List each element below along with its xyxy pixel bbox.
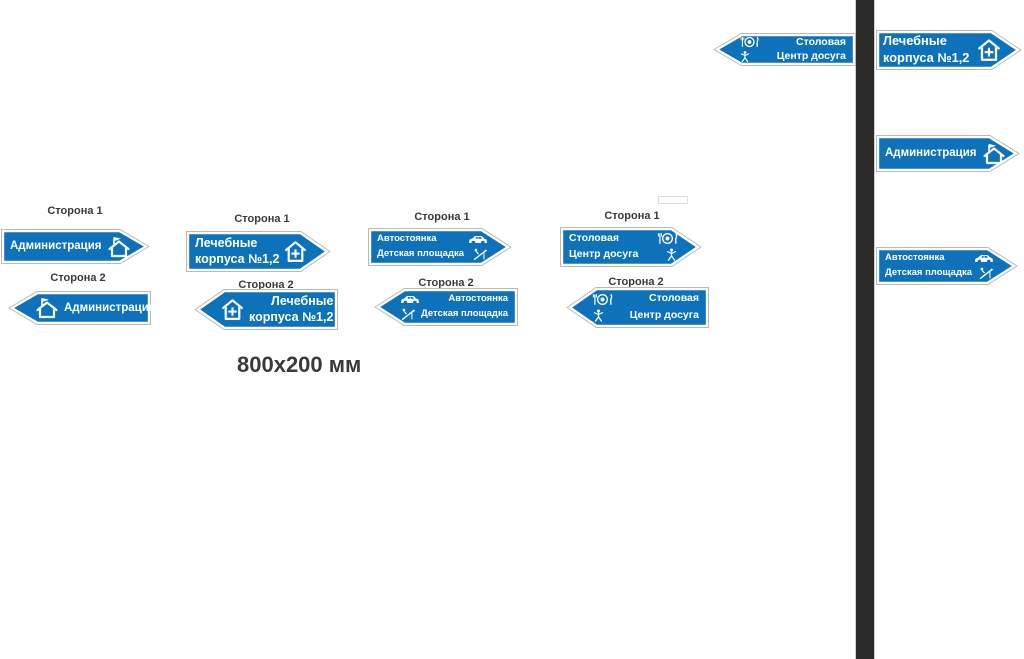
sign-text-line: Администрация	[10, 240, 102, 253]
sign-text-line: Лечебные	[883, 33, 947, 49]
dining-icon	[592, 293, 613, 306]
house-plus-icon	[220, 297, 245, 322]
sign-text-line: Администрация	[64, 301, 156, 314]
car-icon	[468, 234, 488, 245]
side-label: Сторона 2	[238, 279, 294, 291]
side-label: Сторона 2	[50, 272, 106, 284]
sign-col1-side1: Администрация	[1, 229, 150, 264]
sign-text-line: Столовая	[796, 35, 846, 48]
side-label: Сторона 1	[414, 211, 470, 223]
sign-text-line: Автостоянка	[377, 233, 437, 245]
sign-pole-top-left: Столовая Центр досуга	[713, 33, 856, 66]
sign-col4-side2: Столовая Центр досуга	[566, 287, 709, 328]
sign-col2-side1: Лечебные корпуса №1,2	[186, 231, 331, 272]
sign-text-line: Администрация	[885, 147, 977, 160]
sign-pole	[855, 0, 875, 659]
side-label: Сторона 2	[418, 277, 474, 289]
sign-text-line: Автостоянка	[885, 252, 945, 264]
sign-text-line: Центр досуга	[569, 248, 639, 260]
side-label: Сторона 2	[608, 276, 664, 288]
sign-text-line: корпуса №1,2	[883, 50, 970, 65]
sign-text-line: Автостоянка	[448, 293, 508, 305]
dining-icon	[657, 232, 678, 245]
sign-pole-admin: Администрация	[876, 135, 1020, 172]
sign-col2-side2: Лечебные корпуса №1,2	[194, 289, 338, 330]
sign-text-line: Столовая	[649, 292, 699, 305]
sign-text-line: корпуса №1,2	[249, 309, 334, 324]
car-icon	[400, 294, 420, 305]
side-label: Сторона 1	[47, 205, 103, 217]
sign-pole-parking: Автостоянка Детская площадка	[876, 247, 1018, 285]
side-label: Сторона 1	[234, 213, 290, 225]
house-flag-icon	[106, 235, 132, 259]
sign-text-line: Детская площадка	[420, 308, 508, 319]
house-flag-icon	[981, 142, 1007, 166]
sign-text-line: Детская площадка	[885, 267, 973, 278]
sign-col3-side1: Автостоянка Детская площадка	[368, 228, 512, 266]
dining-icon	[739, 36, 760, 48]
side-label: Сторона 1	[604, 210, 660, 222]
house-plus-icon	[283, 239, 308, 264]
dimension-label: 800x200 мм	[237, 352, 362, 377]
sign-text-line: Столовая	[569, 231, 619, 244]
leisure-icon	[665, 247, 678, 262]
playground-icon	[978, 266, 994, 280]
sign-col3-side2: Автостоянка Детская площадка	[374, 288, 518, 326]
small-panel-outline	[658, 196, 688, 204]
car-icon	[974, 253, 994, 264]
leisure-icon	[592, 308, 605, 323]
leisure-icon	[739, 50, 751, 63]
sign-col1-side2: Администрация	[8, 291, 156, 325]
sign-text-line: Центр досуга	[629, 308, 699, 321]
sign-col4-side1: Столовая Центр досуга	[560, 227, 702, 267]
playground-icon	[400, 307, 416, 321]
house-flag-icon	[34, 296, 60, 320]
house-plus-icon	[976, 37, 1002, 63]
sign-text-line: Лечебные	[195, 235, 258, 250]
sign-text-line: Центр досуга	[776, 50, 846, 62]
playground-icon	[472, 247, 488, 261]
sign-text-line: Детская площадка	[377, 248, 465, 259]
sign-pole-top-right: Лечебные корпуса №1,2	[876, 30, 1022, 70]
sign-text-line: корпуса №1,2	[195, 251, 280, 266]
sign-text-line: Лечебные	[271, 293, 334, 308]
